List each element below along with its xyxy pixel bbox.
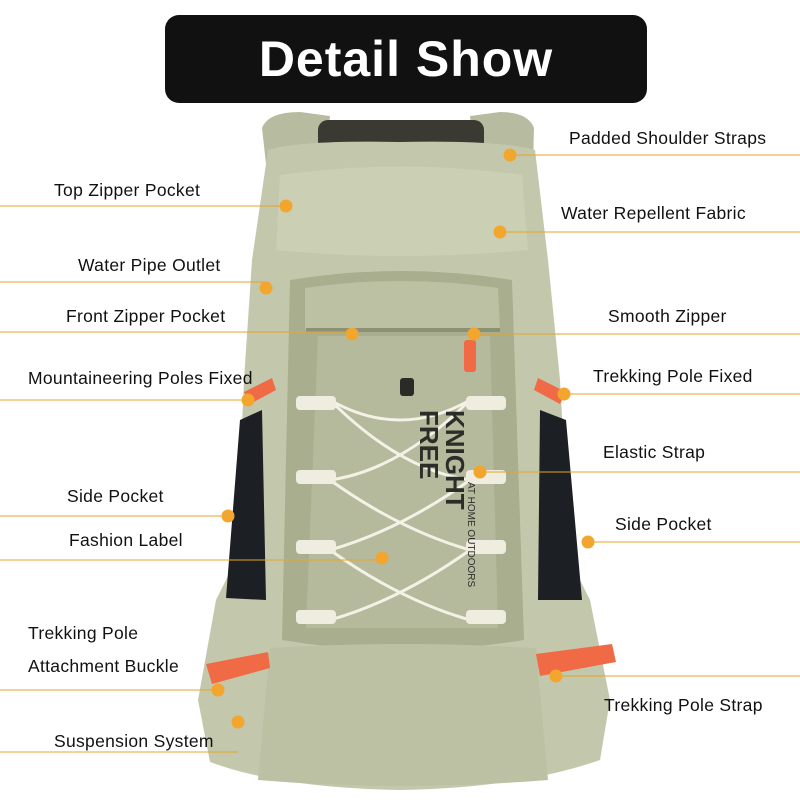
marker-dot-right-1 <box>493 225 507 239</box>
callout-label-left-3: Mountaineering Poles Fixed <box>28 368 253 388</box>
svg-text:KNIGHT: KNIGHT <box>440 410 470 510</box>
callout-leader-lines <box>0 154 800 753</box>
front-pocket <box>305 281 500 330</box>
callout-label-right-0: Padded Shoulder Straps <box>569 128 767 148</box>
marker-dot-right-5 <box>581 535 595 549</box>
callout-label-right-4: Elastic Strap <box>603 442 706 462</box>
orange-accents <box>206 340 616 684</box>
bottom-pocket <box>258 644 548 786</box>
callout-label-left-0: Top Zipper Pocket <box>54 180 201 200</box>
right-side-mesh <box>538 410 582 600</box>
page-title: Detail Show <box>258 31 554 87</box>
marker-dot-left-7 <box>211 683 225 697</box>
elastic-cord <box>328 398 472 622</box>
callout-markers <box>211 148 595 729</box>
callout-label-left-4: Side Pocket <box>67 486 164 506</box>
callout-label-left-6: Trekking Pole <box>28 623 139 643</box>
cord-lock <box>400 378 414 396</box>
marker-dot-right-6 <box>549 669 563 683</box>
svg-text:AT HOME OUTDOORS: AT HOME OUTDOORS <box>465 482 476 588</box>
marker-dot-left-1 <box>259 281 273 295</box>
callout-label-right-6: Trekking Pole Strap <box>604 695 763 715</box>
marker-dot-right-3 <box>557 387 571 401</box>
marker-dot-left-0 <box>279 199 293 213</box>
svg-text:FREE: FREE <box>414 410 444 479</box>
left-side-mesh <box>226 410 266 600</box>
title-banner: Detail Show <box>165 15 647 103</box>
callout-label-left-1: Water Pipe Outlet <box>78 255 221 275</box>
marker-dot-left-5 <box>375 551 389 565</box>
callout-label-right-1: Water Repellent Fabric <box>561 203 746 223</box>
marker-dot-right-4 <box>473 465 487 479</box>
marker-dot-left-2 <box>345 327 359 341</box>
callout-label-right-5: Side Pocket <box>615 514 712 534</box>
marker-dot-left-4 <box>221 509 235 523</box>
fashion-label: FREE KNIGHT AT HOME OUTDOORS <box>414 410 476 588</box>
marker-dot-left-8 <box>231 715 245 729</box>
callout-label-left-7: Attachment Buckle <box>28 656 180 676</box>
marker-dot-left-3 <box>241 393 255 407</box>
marker-dot-right-2 <box>467 327 481 341</box>
marker-dot-right-0 <box>503 148 517 162</box>
top-lid <box>276 166 528 256</box>
callout-label-right-2: Smooth Zipper <box>608 306 727 326</box>
callout-label-left-2: Front Zipper Pocket <box>66 306 226 326</box>
callout-label-right-3: Trekking Pole Fixed <box>593 366 753 386</box>
callout-label-left-5: Fashion Label <box>69 530 183 550</box>
callout-label-left-8: Suspension System <box>54 731 214 751</box>
